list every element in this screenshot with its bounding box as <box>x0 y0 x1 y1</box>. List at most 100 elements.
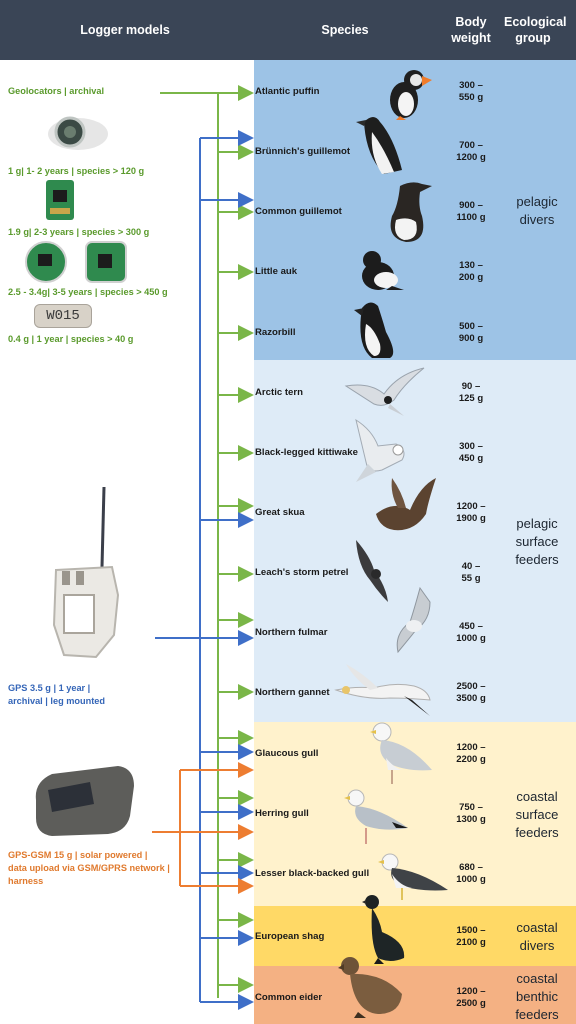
logger-models-heading: Logger models <box>80 23 170 37</box>
species-glaucous-gull: Glaucous gull <box>255 748 319 759</box>
species-little-auk: Little auk <box>255 266 298 277</box>
group-word: feeders <box>515 552 559 567</box>
group-pelagic-surface-feeders: pelagic surface feeders <box>498 515 576 569</box>
gps-label-line2: archival | leg mounted <box>8 696 106 706</box>
species-common-eider: Common eider <box>255 992 323 1003</box>
body-weight-heading-line1: Body <box>455 15 487 29</box>
weight-min: 1200 – <box>456 742 486 753</box>
species-atlantic-puffin: Atlantic puffin <box>255 86 320 97</box>
weight-max: 1100 g <box>456 212 486 223</box>
species-common-guillemot: Common guillemot <box>255 206 342 217</box>
species-arctic-tern: Arctic tern <box>255 387 303 398</box>
weight-little-auk: 130 –200 g <box>436 260 506 284</box>
header-bar: Logger models Species Body weight Ecolog… <box>0 0 576 60</box>
weight-min: 1200 – <box>456 501 486 512</box>
species-razorbill: Razorbill <box>255 327 296 338</box>
geolocator-0-4g-image: W015 <box>34 304 92 328</box>
eco-heading-line2: group <box>515 31 551 45</box>
weight-arctic-tern: 90 –125 g <box>436 381 506 405</box>
weight-black-legged-kittiwake: 300 –450 g <box>436 441 506 465</box>
weight-min: 1200 – <box>456 986 486 997</box>
weight-great-skua: 1200 –1900 g <box>436 501 506 525</box>
weight-leachs-storm-petrel: 40 –55 g <box>436 561 506 585</box>
gps-label-line1: GPS 3.5 g | 1 year | <box>8 683 91 693</box>
geolocators-label: Geolocators | archival <box>8 86 105 96</box>
group-word: coastal <box>516 789 558 804</box>
weight-max: 1000 g <box>456 633 486 644</box>
weight-max: 2500 g <box>456 998 486 1009</box>
weight-northern-fulmar: 450 –1000 g <box>436 621 506 645</box>
weight-max: 200 g <box>458 272 484 283</box>
weight-common-guillemot: 900 –1100 g <box>436 200 506 224</box>
body-weight-heading: Body weight <box>445 14 497 46</box>
group-coastal-divers: coastal divers <box>498 919 576 955</box>
group-word: pelagic <box>516 516 558 531</box>
species-european-shag: European shag <box>255 931 325 942</box>
geolocator-1g-label: 1 g| 1- 2 years | species > 120 g <box>8 166 145 176</box>
weight-min: 1500 – <box>456 925 486 936</box>
geolocator-2-5g-label: 2.5 - 3.4g| 3-5 years | species > 450 g <box>8 287 168 297</box>
species-northern-fulmar: Northern fulmar <box>255 627 328 638</box>
group-word: divers <box>519 938 555 953</box>
species-lesser-black-backed-gull: Lesser black-backed gull <box>255 868 370 879</box>
weight-max: 450 g <box>458 453 484 464</box>
geolocator-tag-text: W015 <box>46 308 80 324</box>
pelagic-surface-band <box>254 360 576 722</box>
species-leachs-storm-petrel: Leach's storm petrel <box>255 567 349 578</box>
weight-glaucous-gull: 1200 –2200 g <box>436 742 506 766</box>
weight-min: 90 – <box>461 381 481 392</box>
weight-min: 680 – <box>459 862 483 873</box>
geolocator-1-9g-label: 1.9 g| 2-3 years | species > 300 g <box>8 227 150 237</box>
weight-razorbill: 500 –900 g <box>436 321 506 345</box>
weight-european-shag: 1500 –2100 g <box>436 925 506 949</box>
species-herring-gull: Herring gull <box>255 808 309 819</box>
weight-max: 1000 g <box>456 874 486 885</box>
group-word: divers <box>519 212 555 227</box>
little-auk-image <box>362 251 404 290</box>
geolocator-0-4g-label: 0.4 g | 1 year | species > 40 g <box>8 334 134 344</box>
weight-min: 300 – <box>459 80 483 91</box>
group-word: benthic <box>516 989 558 1004</box>
great-skua-image <box>376 478 436 531</box>
weight-min: 130 – <box>459 260 483 271</box>
black-legged-kittiwake-image <box>355 418 405 482</box>
weight-max: 55 g <box>461 573 481 584</box>
group-word: surface <box>515 807 559 822</box>
arctic-tern-image <box>344 367 425 416</box>
group-coastal-surface-feeders: coastal surface feeders <box>498 788 576 842</box>
weight-min: 500 – <box>459 321 483 332</box>
weight-brunnichs-guillemot: 700 –1200 g <box>436 140 506 164</box>
body-weight-heading-line2: weight <box>451 31 491 45</box>
weight-min: 450 – <box>459 621 483 632</box>
geolocator-connectors <box>160 85 254 998</box>
species-northern-gannet: Northern gannet <box>255 687 330 698</box>
razorbill-image <box>354 302 394 358</box>
geolocator-2-5g-image <box>25 241 127 283</box>
group-word: coastal <box>516 971 558 986</box>
gps-connectors <box>155 130 254 1010</box>
gsm-label-line2: data upload via GSM/GPRS network | <box>8 863 170 873</box>
weight-max: 1300 g <box>456 814 486 825</box>
northern-fulmar-image <box>396 586 431 654</box>
group-pelagic-divers: pelagic divers <box>498 193 576 229</box>
common-eider-image <box>338 957 402 1018</box>
weight-max: 3500 g <box>456 693 486 704</box>
leachs-storm-petrel-image <box>356 540 388 602</box>
weight-min: 2500 – <box>456 681 486 692</box>
gsm-label-line1: GPS-GSM 15 g | solar powered | <box>8 850 148 860</box>
common-guillemot-image <box>390 182 432 242</box>
european-shag-image <box>362 895 405 964</box>
species-great-skua: Great skua <box>255 507 305 518</box>
gsm-connectors <box>152 762 254 894</box>
species-brunnichs-guillemot: Brünnich's guillemot <box>255 146 351 157</box>
weight-herring-gull: 750 –1300 g <box>436 802 506 826</box>
weight-common-eider: 1200 –2500 g <box>436 986 506 1010</box>
eco-heading-line1: Ecological <box>504 15 567 29</box>
weight-max: 2200 g <box>456 754 486 765</box>
group-word: coastal <box>516 920 558 935</box>
weight-min: 300 – <box>459 441 483 452</box>
group-coastal-benthic-feeders: coastal benthic feeders <box>498 970 576 1024</box>
gps-gsm-logger-image <box>35 766 134 836</box>
weight-min: 700 – <box>459 140 483 151</box>
group-word: feeders <box>515 825 559 840</box>
